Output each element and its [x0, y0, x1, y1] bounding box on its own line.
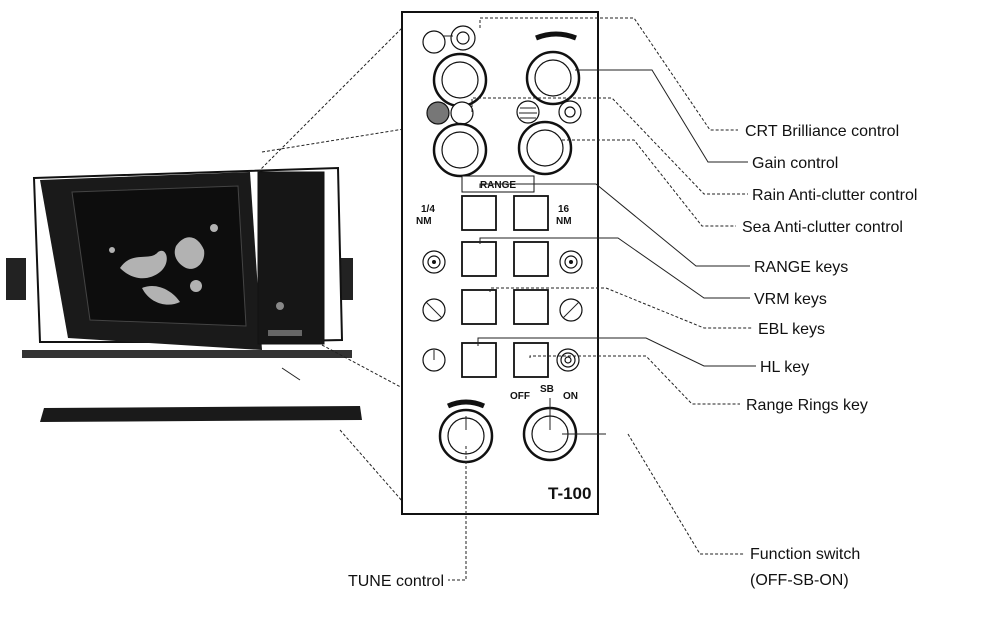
callout-hl-key: HL key: [760, 359, 809, 376]
ebl-cw-icon: [560, 299, 582, 321]
callout-tune: TUNE control: [348, 573, 444, 590]
range-min-unit: NM: [416, 216, 432, 227]
guide-line-top: [258, 20, 410, 172]
range-max-unit: NM: [556, 216, 572, 227]
range-min-label: 1/4: [421, 204, 435, 215]
range-rings-key[interactable]: [514, 343, 548, 377]
switch-off-label: OFF: [510, 391, 530, 402]
sea-anticlutter-knob[interactable]: [519, 122, 571, 174]
switch-on-label: ON: [563, 391, 578, 402]
callout-function-switch-modes: (OFF-SB-ON): [750, 572, 849, 589]
callout-sea-anticlutter: Sea Anti-clutter control: [742, 219, 903, 236]
vrm-left-key[interactable]: [462, 242, 496, 276]
left-bracket: [6, 258, 26, 300]
rain-anticlutter-knob[interactable]: [434, 124, 486, 176]
range-max-label: 16: [558, 204, 570, 215]
heading-line-icon: [423, 349, 445, 371]
vrm-decrease-icon: [423, 251, 445, 273]
model-label: T-100: [548, 484, 591, 503]
gain-knob[interactable]: [527, 52, 579, 104]
range-rings-icon: [557, 349, 579, 371]
guide-line-bottom: [340, 430, 410, 510]
unit-control-strip: [258, 172, 324, 344]
callout-rain-anticlutter: Rain Anti-clutter control: [752, 187, 917, 204]
callout-function-switch: Function switch: [750, 546, 860, 563]
ebl-left-key[interactable]: [462, 290, 496, 324]
range-down-key[interactable]: [462, 196, 496, 230]
unit-base: [22, 350, 352, 358]
callout-gain: Gain control: [752, 155, 838, 172]
callout-range-rings-key: Range Rings key: [746, 397, 868, 414]
unit-shadow: [40, 406, 362, 422]
range-header: RANGE: [480, 180, 516, 191]
guide-line-mid: [262, 128, 410, 152]
vrm-increase-icon: [560, 251, 582, 273]
unit-knob: [276, 302, 284, 310]
function-leader-b: [628, 434, 744, 554]
unit-label-plate: [268, 330, 302, 336]
callout-crt-brilliance: CRT Brilliance control: [745, 123, 899, 140]
hl-key[interactable]: [462, 343, 496, 377]
ebl-ccw-icon: [423, 299, 445, 321]
tune-knob[interactable]: [440, 410, 492, 462]
range-up-key[interactable]: [514, 196, 548, 230]
ebl-right-key[interactable]: [514, 290, 548, 324]
rain-icon: [427, 102, 449, 124]
guide-line-pointer: [282, 368, 300, 380]
radar-unit-illustration: [6, 168, 362, 422]
callout-range-keys: RANGE keys: [754, 259, 848, 276]
callout-vrm-keys: VRM keys: [754, 291, 827, 308]
callout-ebl-keys: EBL keys: [758, 321, 825, 338]
rain-off-icon: [451, 102, 473, 124]
vrm-right-key[interactable]: [514, 242, 548, 276]
switch-sb-label: SB: [540, 384, 554, 395]
